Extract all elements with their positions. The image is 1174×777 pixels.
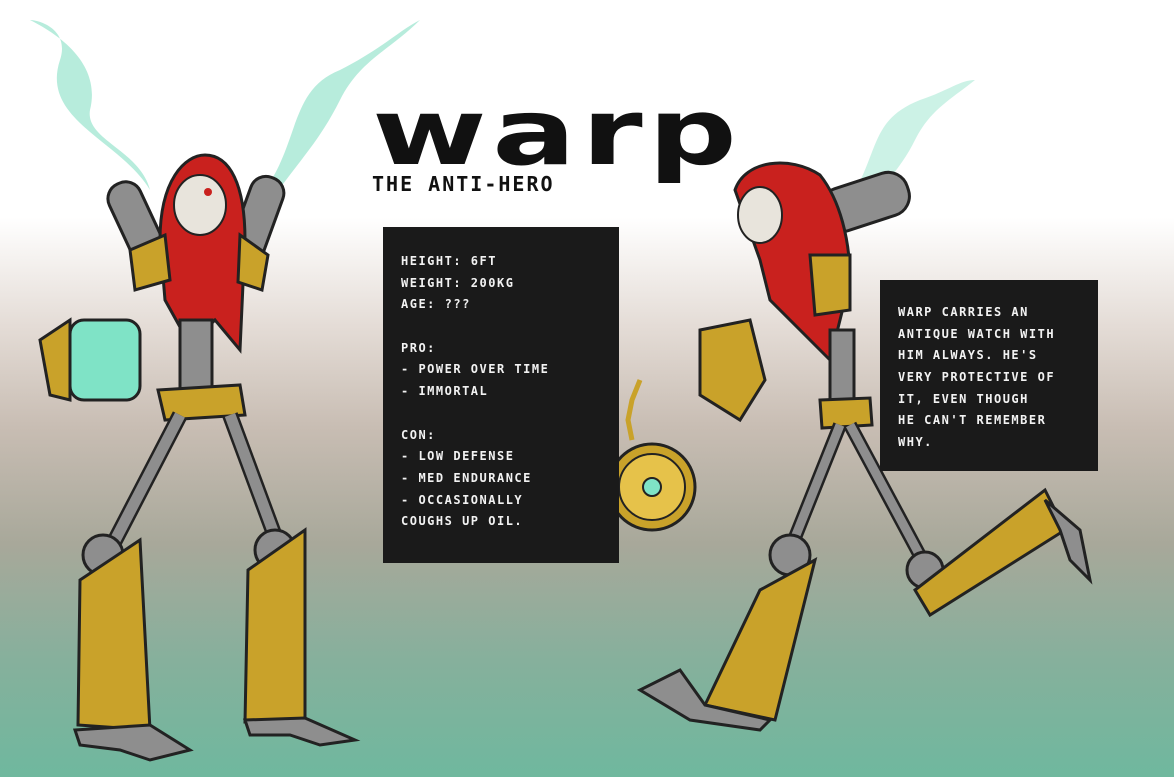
lore-line: HE CAN'T REMEMBER [898,413,1047,428]
stats-panel: HEIGHT: 6FT WEIGHT: 200KG AGE: ??? PRO: … [383,227,619,563]
shin-back-leg [913,487,1067,618]
con-item: - OCCASIONALLY [401,492,524,507]
con-heading: CON: [401,427,436,442]
lore-line: HIM ALWAYS. HE'S [898,348,1038,363]
con-item: - LOW DEFENSE [401,449,515,464]
lore-line: WHY. [898,435,933,450]
stat-weight: WEIGHT: 200KG [401,275,515,290]
smoke-left [30,20,150,190]
con-item: - MED ENDURANCE [401,470,532,485]
stat-height: HEIGHT: 6FT [401,254,497,268]
spacer [401,403,601,425]
pro-item: - POWER OVER TIME [401,362,550,377]
lore-line: IT, EVEN THOUGH [898,391,1029,406]
smoke-right [265,20,420,195]
character-name-title: warp [372,79,743,186]
lore-line: ANTIQUE WATCH WITH [898,326,1056,341]
character-subtitle: THE ANTI-HERO [372,172,555,196]
lore-panel: WARP CARRIES AN ANTIQUE WATCH WITH HIM A… [880,280,1098,471]
con-item-continued: COUGHS UP OIL. [401,514,524,529]
pro-item: - IMMORTAL [401,384,489,399]
stat-age: AGE: ??? [401,297,471,312]
pro-heading: PRO: [401,340,436,355]
spacer [401,316,601,338]
lore-line: WARP CARRIES AN [898,305,1029,319]
lore-line: VERY PROTECTIVE OF [898,370,1056,385]
shin-front-leg [702,557,818,722]
